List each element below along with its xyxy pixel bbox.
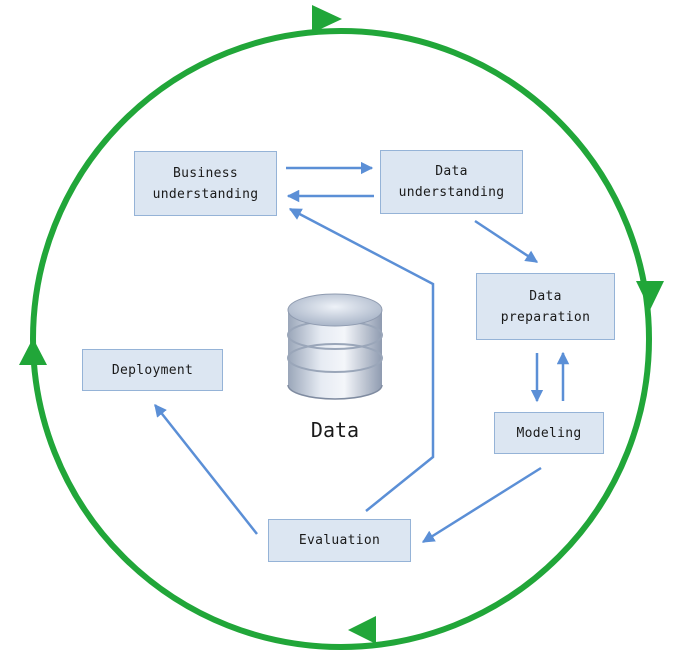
evaluation-box: Evaluation (268, 519, 411, 562)
cycle-ring (19, 5, 664, 650)
arrow-modeling-to-evaluation (421, 466, 542, 544)
data-preparation-line2: preparation (500, 309, 591, 325)
flow-arrows (154, 161, 570, 544)
cycle-arrowhead-top (312, 5, 342, 33)
arrow-evaluation-to-business (288, 207, 435, 512)
deployment-box: Deployment (82, 349, 223, 391)
business-understanding-line1: Business (172, 165, 238, 181)
cycle-arrowhead-right (636, 281, 664, 310)
data-center-label: Data (310, 418, 360, 442)
modeling-box: Modeling (494, 412, 604, 454)
data-preparation-box: Data preparation (476, 273, 615, 340)
business-understanding-box: Business understanding (134, 151, 277, 216)
arrow-understanding-to-preparation (474, 219, 539, 264)
cycle-arrowhead-bottom (348, 616, 376, 644)
data-preparation-line1: Data (529, 288, 562, 304)
data-understanding-line1: Data (435, 164, 468, 179)
evaluation-label: Evaluation (298, 533, 381, 548)
modeling-label: Modeling (516, 425, 582, 441)
database-icon (287, 293, 383, 400)
data-understanding-box: Data understanding (380, 150, 523, 214)
arrow-evaluation-to-deployment (154, 404, 258, 535)
data-understanding-line2: understanding (398, 185, 505, 200)
cycle-arrowhead-left (19, 338, 47, 365)
deployment-label: Deployment (111, 362, 194, 378)
business-understanding-line2: understanding (152, 186, 259, 202)
